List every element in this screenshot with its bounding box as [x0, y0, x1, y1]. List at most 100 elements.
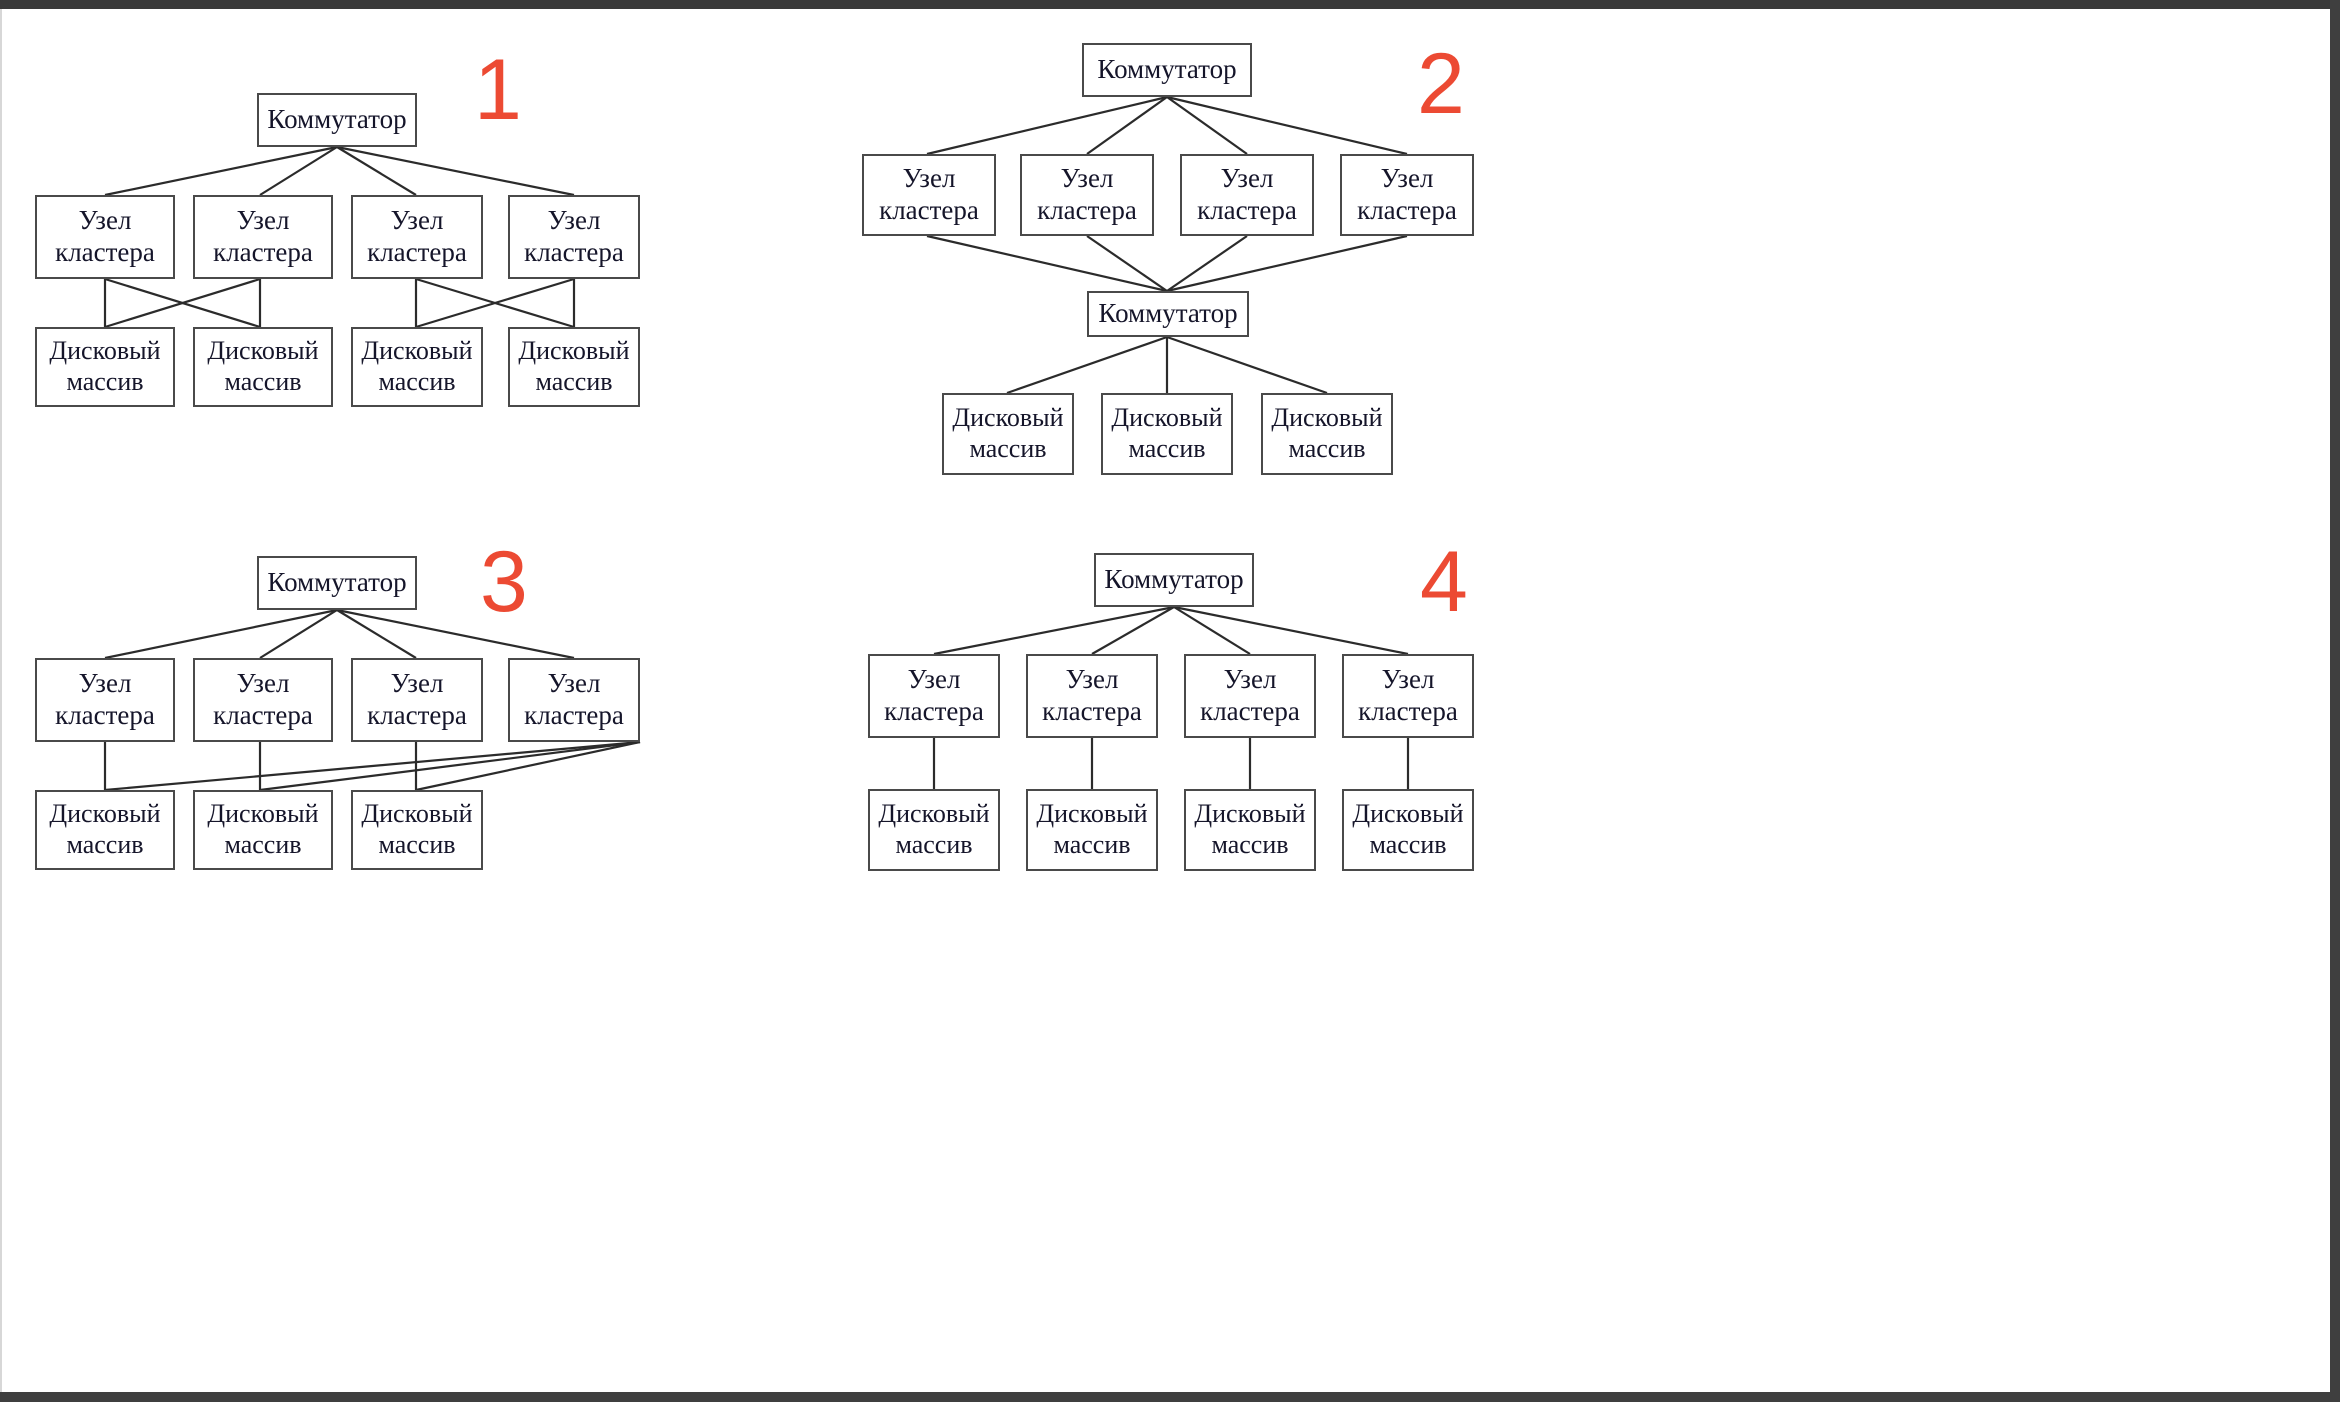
cluster-node-line2: кластера	[367, 237, 467, 267]
disk-array-box[interactable]: Дисковый массив	[35, 327, 175, 407]
cluster-node-box[interactable]: Узел кластера	[1342, 654, 1474, 738]
disk-array-line1: Дисковый	[1111, 403, 1223, 433]
cluster-node-box[interactable]: Узел кластера	[193, 658, 333, 742]
cluster-node-box[interactable]: Узел кластера	[193, 195, 333, 279]
cluster-node-line1: Узел	[1380, 163, 1434, 194]
disk-array-line2: массив	[535, 367, 613, 396]
disk-array-line1: Дисковый	[1352, 799, 1464, 829]
cluster-node-box[interactable]: Узел кластера	[508, 658, 640, 742]
disk-array-line1: Дисковый	[878, 799, 990, 829]
cluster-node-line1: Узел	[1220, 163, 1274, 194]
cluster-node-box[interactable]: Узел кластера	[1340, 154, 1474, 236]
page-frame-right	[2330, 0, 2340, 1402]
page-frame-bottom	[0, 1392, 2340, 1402]
disk-array-line2: массив	[224, 830, 302, 859]
cluster-node-box[interactable]: Узел кластера	[1184, 654, 1316, 738]
disk-array-line2: массив	[895, 830, 973, 859]
disk-array-line2: массив	[1211, 830, 1289, 859]
cluster-node-line2: кластера	[884, 696, 984, 726]
diagram-number-1: 1	[474, 42, 522, 138]
cluster-node-line2: кластера	[367, 700, 467, 730]
switch-label: Коммутатор	[267, 104, 407, 135]
disk-array-line2: массив	[1053, 830, 1131, 859]
page-surface: Коммутатор Узел кластера Узел кластера У…	[2, 9, 2330, 1392]
cluster-node-line2: кластера	[1042, 696, 1142, 726]
cluster-node-line1: Узел	[902, 163, 956, 194]
disk-array-line2: массив	[1369, 830, 1447, 859]
cluster-node-line1: Узел	[390, 205, 444, 236]
switch-box-bottom[interactable]: Коммутатор	[1087, 291, 1249, 337]
diagram-2-connectors	[926, 95, 1408, 395]
cluster-node-box[interactable]: Узел кластера	[862, 154, 996, 236]
disk-array-line1: Дисковый	[361, 799, 473, 829]
cluster-node-line1: Узел	[547, 668, 601, 699]
disk-array-box[interactable]: Дисковый массив	[1184, 789, 1316, 871]
disk-array-line1: Дисковый	[361, 336, 473, 366]
disk-array-line2: массив	[1288, 434, 1366, 463]
disk-array-box[interactable]: Дисковый массив	[868, 789, 1000, 871]
cluster-node-line2: кластера	[1197, 195, 1297, 225]
disk-array-line2: массив	[66, 830, 144, 859]
cluster-node-line2: кластера	[1200, 696, 1300, 726]
switch-box-top[interactable]: Коммутатор	[1082, 43, 1252, 97]
cluster-node-line2: кластера	[55, 237, 155, 267]
disk-array-box[interactable]: Дисковый массив	[35, 790, 175, 870]
cluster-node-box[interactable]: Узел кластера	[868, 654, 1000, 738]
cluster-node-box[interactable]: Узел кластера	[351, 195, 483, 279]
cluster-node-line2: кластера	[524, 700, 624, 730]
cluster-node-box[interactable]: Узел кластера	[35, 195, 175, 279]
cluster-node-box[interactable]: Узел кластера	[1026, 654, 1158, 738]
cluster-node-box[interactable]: Узел кластера	[1020, 154, 1154, 236]
disk-array-line1: Дисковый	[952, 403, 1064, 433]
diagram-number-3: 3	[480, 534, 528, 630]
disk-array-line1: Дисковый	[1036, 799, 1148, 829]
diagram-number-2: 2	[1417, 36, 1465, 132]
switch-label: Коммутатор	[1097, 54, 1237, 85]
disk-array-box[interactable]: Дисковый массив	[1342, 789, 1474, 871]
disk-array-box[interactable]: Дисковый массив	[351, 327, 483, 407]
switch-box[interactable]: Коммутатор	[257, 556, 417, 610]
disk-array-line2: массив	[1128, 434, 1206, 463]
diagram-4-connectors	[932, 605, 1410, 789]
disk-array-line1: Дисковый	[1194, 799, 1306, 829]
cluster-node-line1: Узел	[1223, 664, 1277, 695]
cluster-node-line2: кластера	[213, 700, 313, 730]
cluster-node-line2: кластера	[213, 237, 313, 267]
disk-array-line2: массив	[224, 367, 302, 396]
disk-array-line2: массив	[969, 434, 1047, 463]
switch-label: Коммутатор	[1098, 298, 1238, 329]
cluster-node-box[interactable]: Узел кластера	[508, 195, 640, 279]
diagram-1: Коммутатор Узел кластера Узел кластера У…	[2, 9, 1162, 699]
cluster-node-line1: Узел	[907, 664, 961, 695]
cluster-node-box[interactable]: Узел кластера	[1180, 154, 1314, 236]
cluster-node-line1: Узел	[547, 205, 601, 236]
disk-array-line1: Дисковый	[207, 336, 319, 366]
page-frame-top	[0, 0, 2340, 9]
cluster-node-line1: Узел	[236, 205, 290, 236]
cluster-node-box[interactable]: Узел кластера	[351, 658, 483, 742]
switch-box[interactable]: Коммутатор	[257, 93, 417, 147]
diagram-3-connectors	[103, 608, 641, 792]
disk-array-box[interactable]: Дисковый массив	[1101, 393, 1233, 475]
disk-array-box[interactable]: Дисковый массив	[942, 393, 1074, 475]
disk-array-line1: Дисковый	[518, 336, 630, 366]
cluster-node-box[interactable]: Узел кластера	[35, 658, 175, 742]
disk-array-box[interactable]: Дисковый массив	[351, 790, 483, 870]
switch-box[interactable]: Коммутатор	[1094, 553, 1254, 607]
switch-label: Коммутатор	[267, 567, 407, 598]
disk-array-box[interactable]: Дисковый массив	[193, 790, 333, 870]
cluster-node-line2: кластера	[879, 195, 979, 225]
disk-array-box[interactable]: Дисковый массив	[193, 327, 333, 407]
cluster-node-line2: кластера	[524, 237, 624, 267]
disk-array-box[interactable]: Дисковый массив	[508, 327, 640, 407]
disk-array-line1: Дисковый	[207, 799, 319, 829]
cluster-node-line1: Узел	[1381, 664, 1435, 695]
disk-array-line2: массив	[378, 830, 456, 859]
disk-array-box[interactable]: Дисковый массив	[1261, 393, 1393, 475]
disk-array-box[interactable]: Дисковый массив	[1026, 789, 1158, 871]
cluster-node-line1: Узел	[236, 668, 290, 699]
cluster-node-line1: Узел	[1065, 664, 1119, 695]
cluster-node-line1: Узел	[390, 668, 444, 699]
diagram-2: Коммутатор Узел кластера Узел кластера У…	[862, 9, 2330, 699]
